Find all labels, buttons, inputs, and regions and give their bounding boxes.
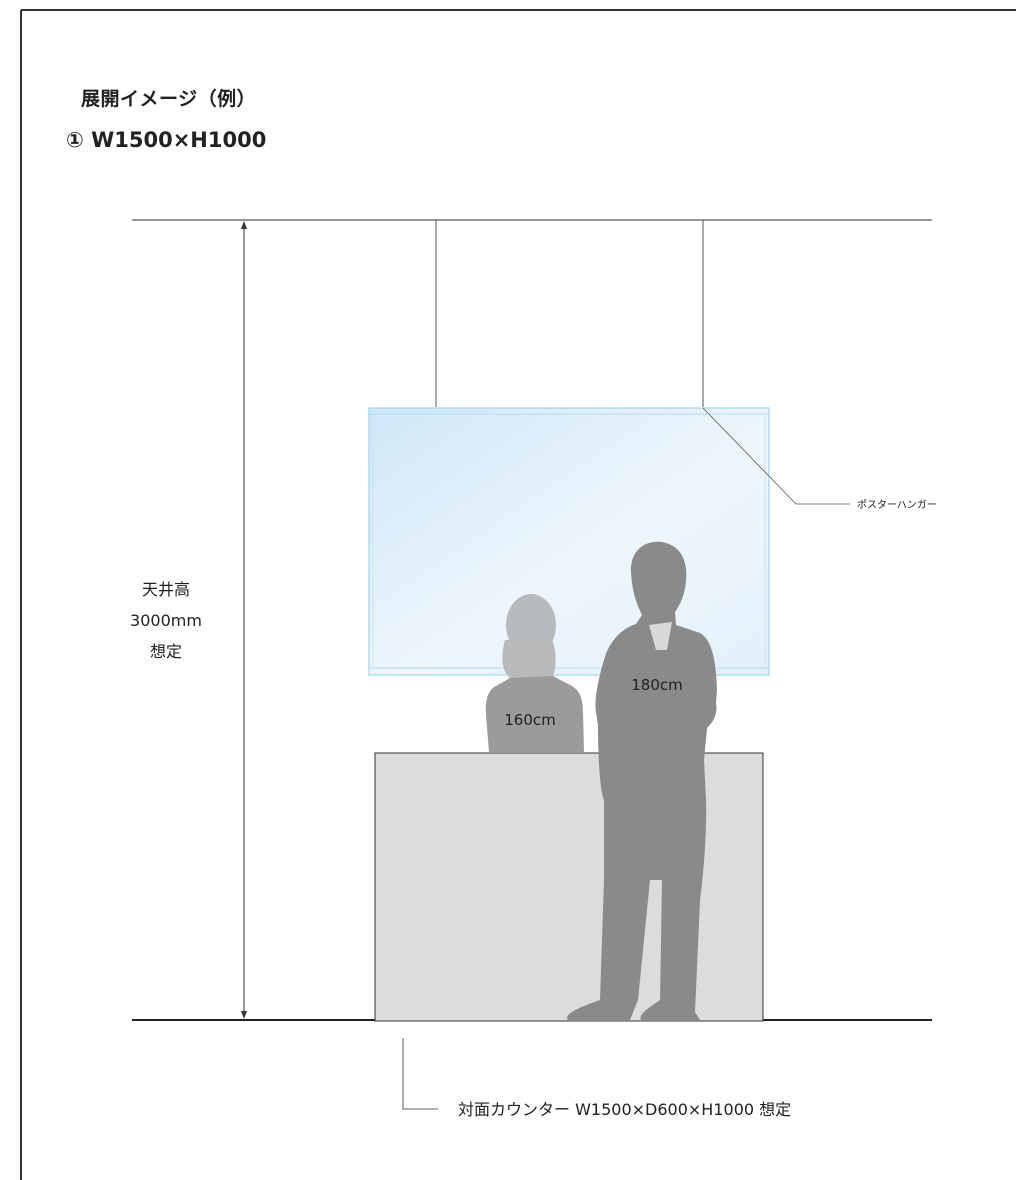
poster-panel [368,407,770,676]
poster-hanger-leader [702,407,850,505]
male-silhouette [567,541,717,1020]
ceiling-height-value: 3000mm [130,611,202,630]
page-title: 展開イメージ（例） [81,88,257,110]
counter-label: 対面カウンター W1500×D600×H1000 想定 [458,1100,791,1119]
female-silhouette [485,594,584,752]
counter-leader [402,1038,438,1110]
page-subtitle: ① W1500×H1000 [66,128,267,152]
ceiling-height-word: 天井高 [142,580,190,599]
male-height-label: 180cm [631,676,683,694]
poster-hanger-label: ポスターハンガー [857,499,937,511]
female-height-label: 160cm [504,711,556,729]
ceiling-height-note: 想定 [150,642,182,661]
ceiling-height-dimension [241,221,247,1019]
